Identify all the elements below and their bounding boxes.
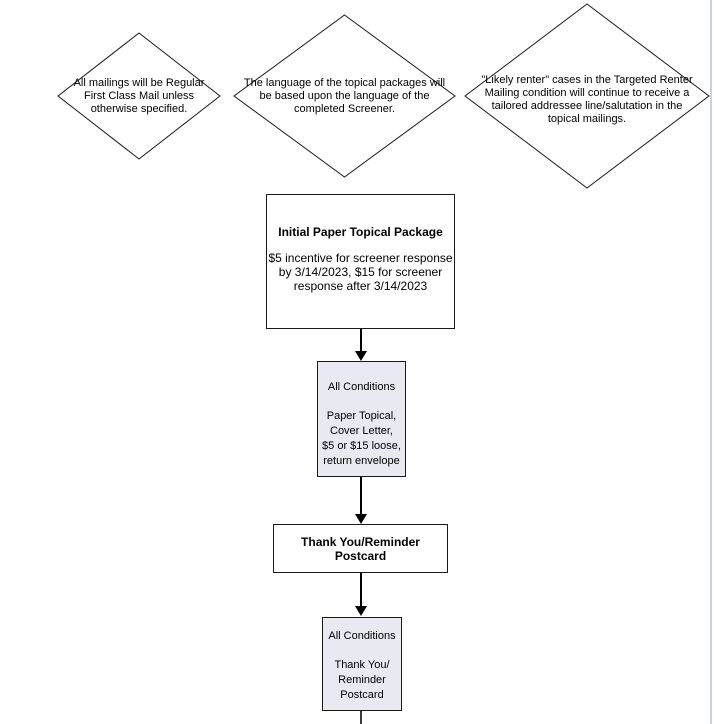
arrowhead-down-icon — [355, 514, 367, 524]
arrow-down-line — [360, 329, 362, 351]
box-body: Thank You/ Reminder Postcard — [334, 659, 390, 701]
box-body: Paper Topical, Cover Letter, $5 or $15 l… — [322, 410, 401, 467]
diamond-outline — [464, 3, 710, 189]
condition-box-paper-topical: All Conditions Paper Topical, Cover Lett… — [317, 361, 406, 477]
box-title: Initial Paper Topical Package — [278, 225, 443, 239]
process-box-thank-you-reminder-postcard: Thank You/Reminder Postcard — [273, 524, 448, 573]
arrowhead-down-icon — [355, 606, 367, 616]
connector-line-continuation — [360, 711, 362, 724]
note-diamond-language: The language of the topical packages wil… — [233, 14, 456, 178]
box-title: All Conditions — [328, 630, 396, 642]
note-text: All mailings will be Regular First Class… — [73, 76, 205, 115]
diamond-outline — [233, 14, 456, 178]
condition-box-thank-you-postcard: All Conditions Thank You/ Reminder Postc… — [322, 617, 402, 711]
arrowhead-down-icon — [355, 351, 367, 361]
diamond-outline — [57, 32, 221, 160]
box-title: All Conditions — [327, 381, 396, 393]
note-diamond-mailing-class: All mailings will be Regular First Class… — [57, 32, 221, 160]
box-body: $5 incentive for screener response by 3/… — [268, 251, 453, 293]
note-text: The language of the topical packages wil… — [243, 76, 446, 115]
note-text: "Likely renter" cases in the Targeted Re… — [481, 74, 693, 125]
page-edge-divider — [710, 0, 712, 724]
arrow-down-line — [360, 573, 362, 606]
box-title: Thank You/Reminder Postcard — [301, 534, 420, 563]
note-diamond-likely-renter: "Likely renter" cases in the Targeted Re… — [464, 3, 710, 189]
process-box-initial-paper-topical-package: Initial Paper Topical Package $5 incenti… — [266, 194, 455, 329]
arrow-down-line — [360, 477, 362, 514]
